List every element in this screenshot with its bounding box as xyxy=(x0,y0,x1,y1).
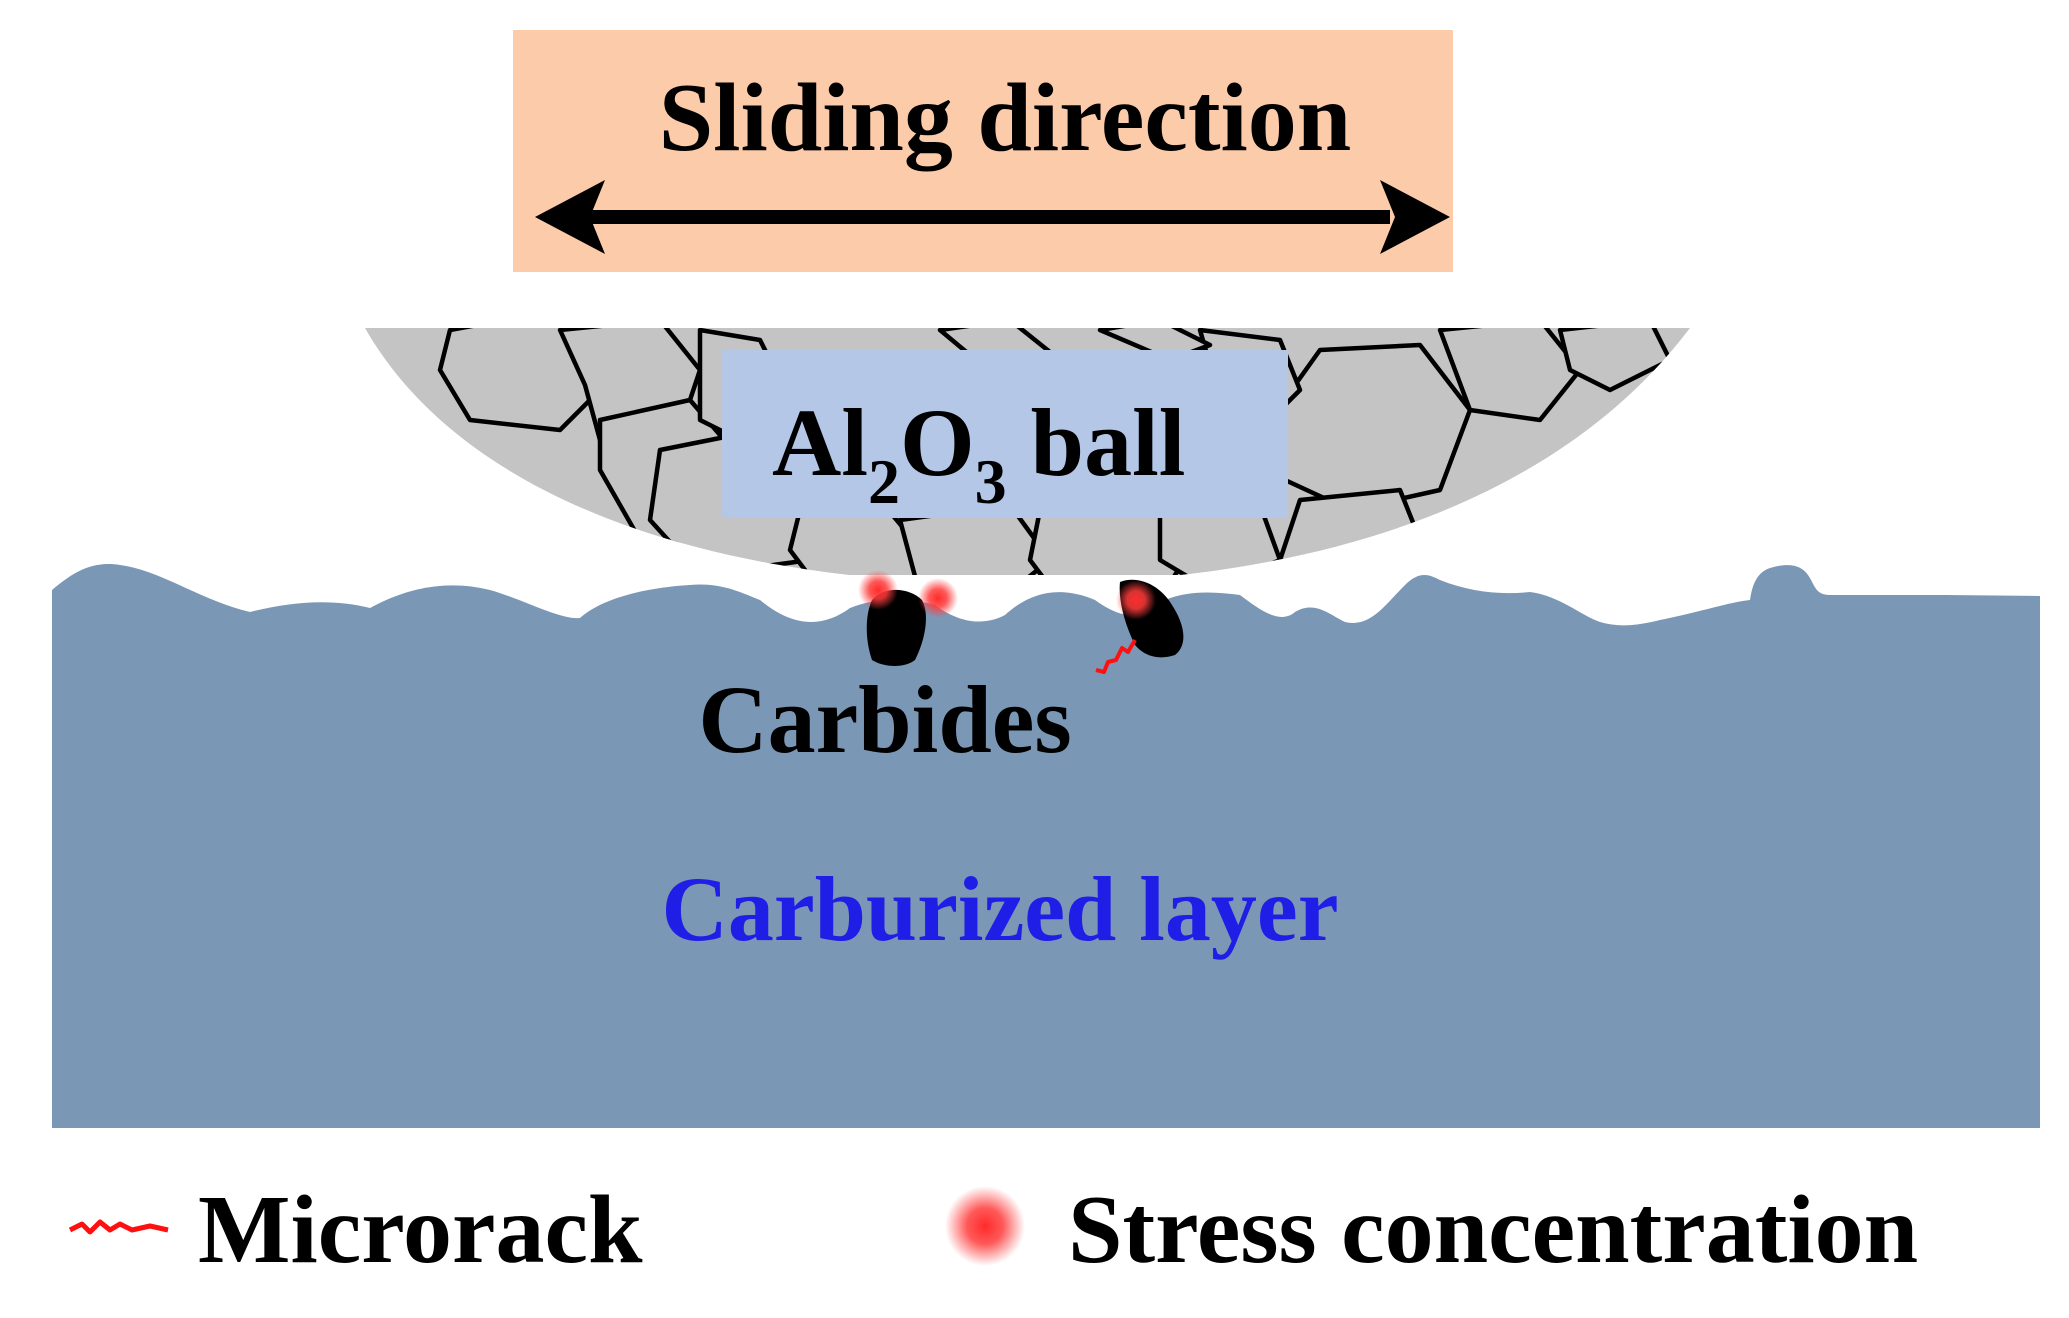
ball-label-sub-2: 2 xyxy=(868,446,900,517)
carburized-layer xyxy=(52,564,2040,1128)
microcrack-legend-label: Microrack xyxy=(198,1176,643,1284)
ball-label-sub-3: 3 xyxy=(975,446,1007,517)
stress-concentration-legend-label: Stress concentration xyxy=(1068,1176,1918,1284)
microcrack-in-substrate xyxy=(1095,638,1137,674)
sliding-direction-box xyxy=(513,30,1453,272)
sliding-direction-label: Sliding direction xyxy=(659,64,1352,172)
carbides-label: Carbides xyxy=(698,666,1071,773)
ball-label-o: O xyxy=(900,389,975,496)
microcrack-icon xyxy=(68,1219,169,1235)
legend: Microrack Stress concentration xyxy=(68,1176,1918,1284)
ball-label-al: Al xyxy=(772,389,868,496)
stress-concentration-points xyxy=(858,570,1156,620)
stress-concentration-icon xyxy=(945,1186,1025,1266)
ball-label-box xyxy=(722,350,1288,518)
ball-label: Al2O3 ball xyxy=(772,389,1185,517)
carburized-layer-label: Carburized layer xyxy=(661,858,1338,960)
ball-label-tail: ball xyxy=(1007,389,1186,496)
double-arrow-icon xyxy=(535,180,1450,254)
